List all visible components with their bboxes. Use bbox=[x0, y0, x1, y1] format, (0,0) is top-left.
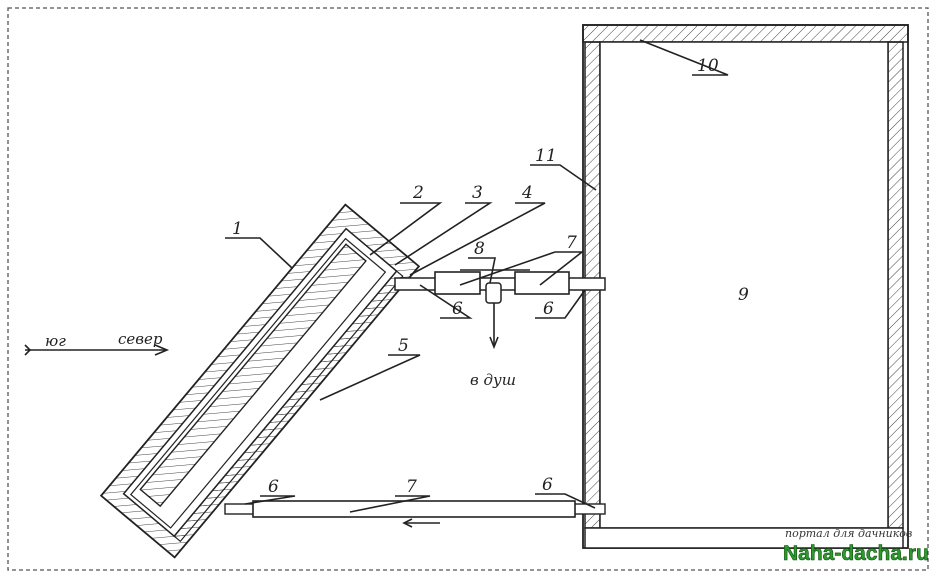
label-3: 3 bbox=[472, 183, 483, 203]
label-north: север bbox=[118, 330, 163, 348]
watermark-site: Naha-dacha.ru bbox=[783, 542, 929, 565]
solar-collector bbox=[99, 203, 421, 559]
label-7: 7 bbox=[566, 233, 577, 253]
label-6: 6 bbox=[542, 475, 553, 495]
leader-lines bbox=[225, 39, 729, 513]
label-11: 11 bbox=[535, 146, 557, 166]
label-1: 1 bbox=[232, 219, 243, 239]
label-7: 7 bbox=[406, 477, 417, 497]
label-8: 8 bbox=[474, 239, 485, 259]
upper-pipe bbox=[394, 271, 606, 350]
lower-pipe bbox=[224, 500, 606, 528]
label-to-shower: в душ bbox=[470, 371, 516, 389]
watermark-tagline: портал для дачников bbox=[785, 527, 912, 540]
label-6: 6 bbox=[543, 299, 554, 319]
lower-pipe-body bbox=[252, 500, 576, 518]
label-4: 4 bbox=[521, 183, 533, 203]
shower-valve bbox=[485, 282, 502, 304]
label-10: 10 bbox=[697, 56, 719, 76]
tank-bottom bbox=[584, 527, 904, 549]
label-6: 6 bbox=[452, 299, 463, 319]
label-5: 5 bbox=[398, 336, 409, 356]
glass-cover bbox=[173, 270, 404, 543]
fitting-box bbox=[434, 271, 481, 295]
tank-lid bbox=[582, 24, 909, 43]
label-9: 9 bbox=[738, 285, 749, 305]
absorber-plate bbox=[139, 243, 367, 508]
tank-wall-right bbox=[887, 41, 904, 529]
flow-arrow-left-icon bbox=[402, 518, 413, 528]
direction-arrow-icon bbox=[24, 344, 170, 356]
label-2: 2 bbox=[412, 183, 424, 203]
label-south: юг bbox=[45, 332, 66, 350]
label-6: 6 bbox=[268, 477, 279, 497]
dashed-border bbox=[7, 7, 929, 571]
storage-tank bbox=[582, 24, 909, 549]
arrow-down-icon bbox=[489, 336, 499, 350]
